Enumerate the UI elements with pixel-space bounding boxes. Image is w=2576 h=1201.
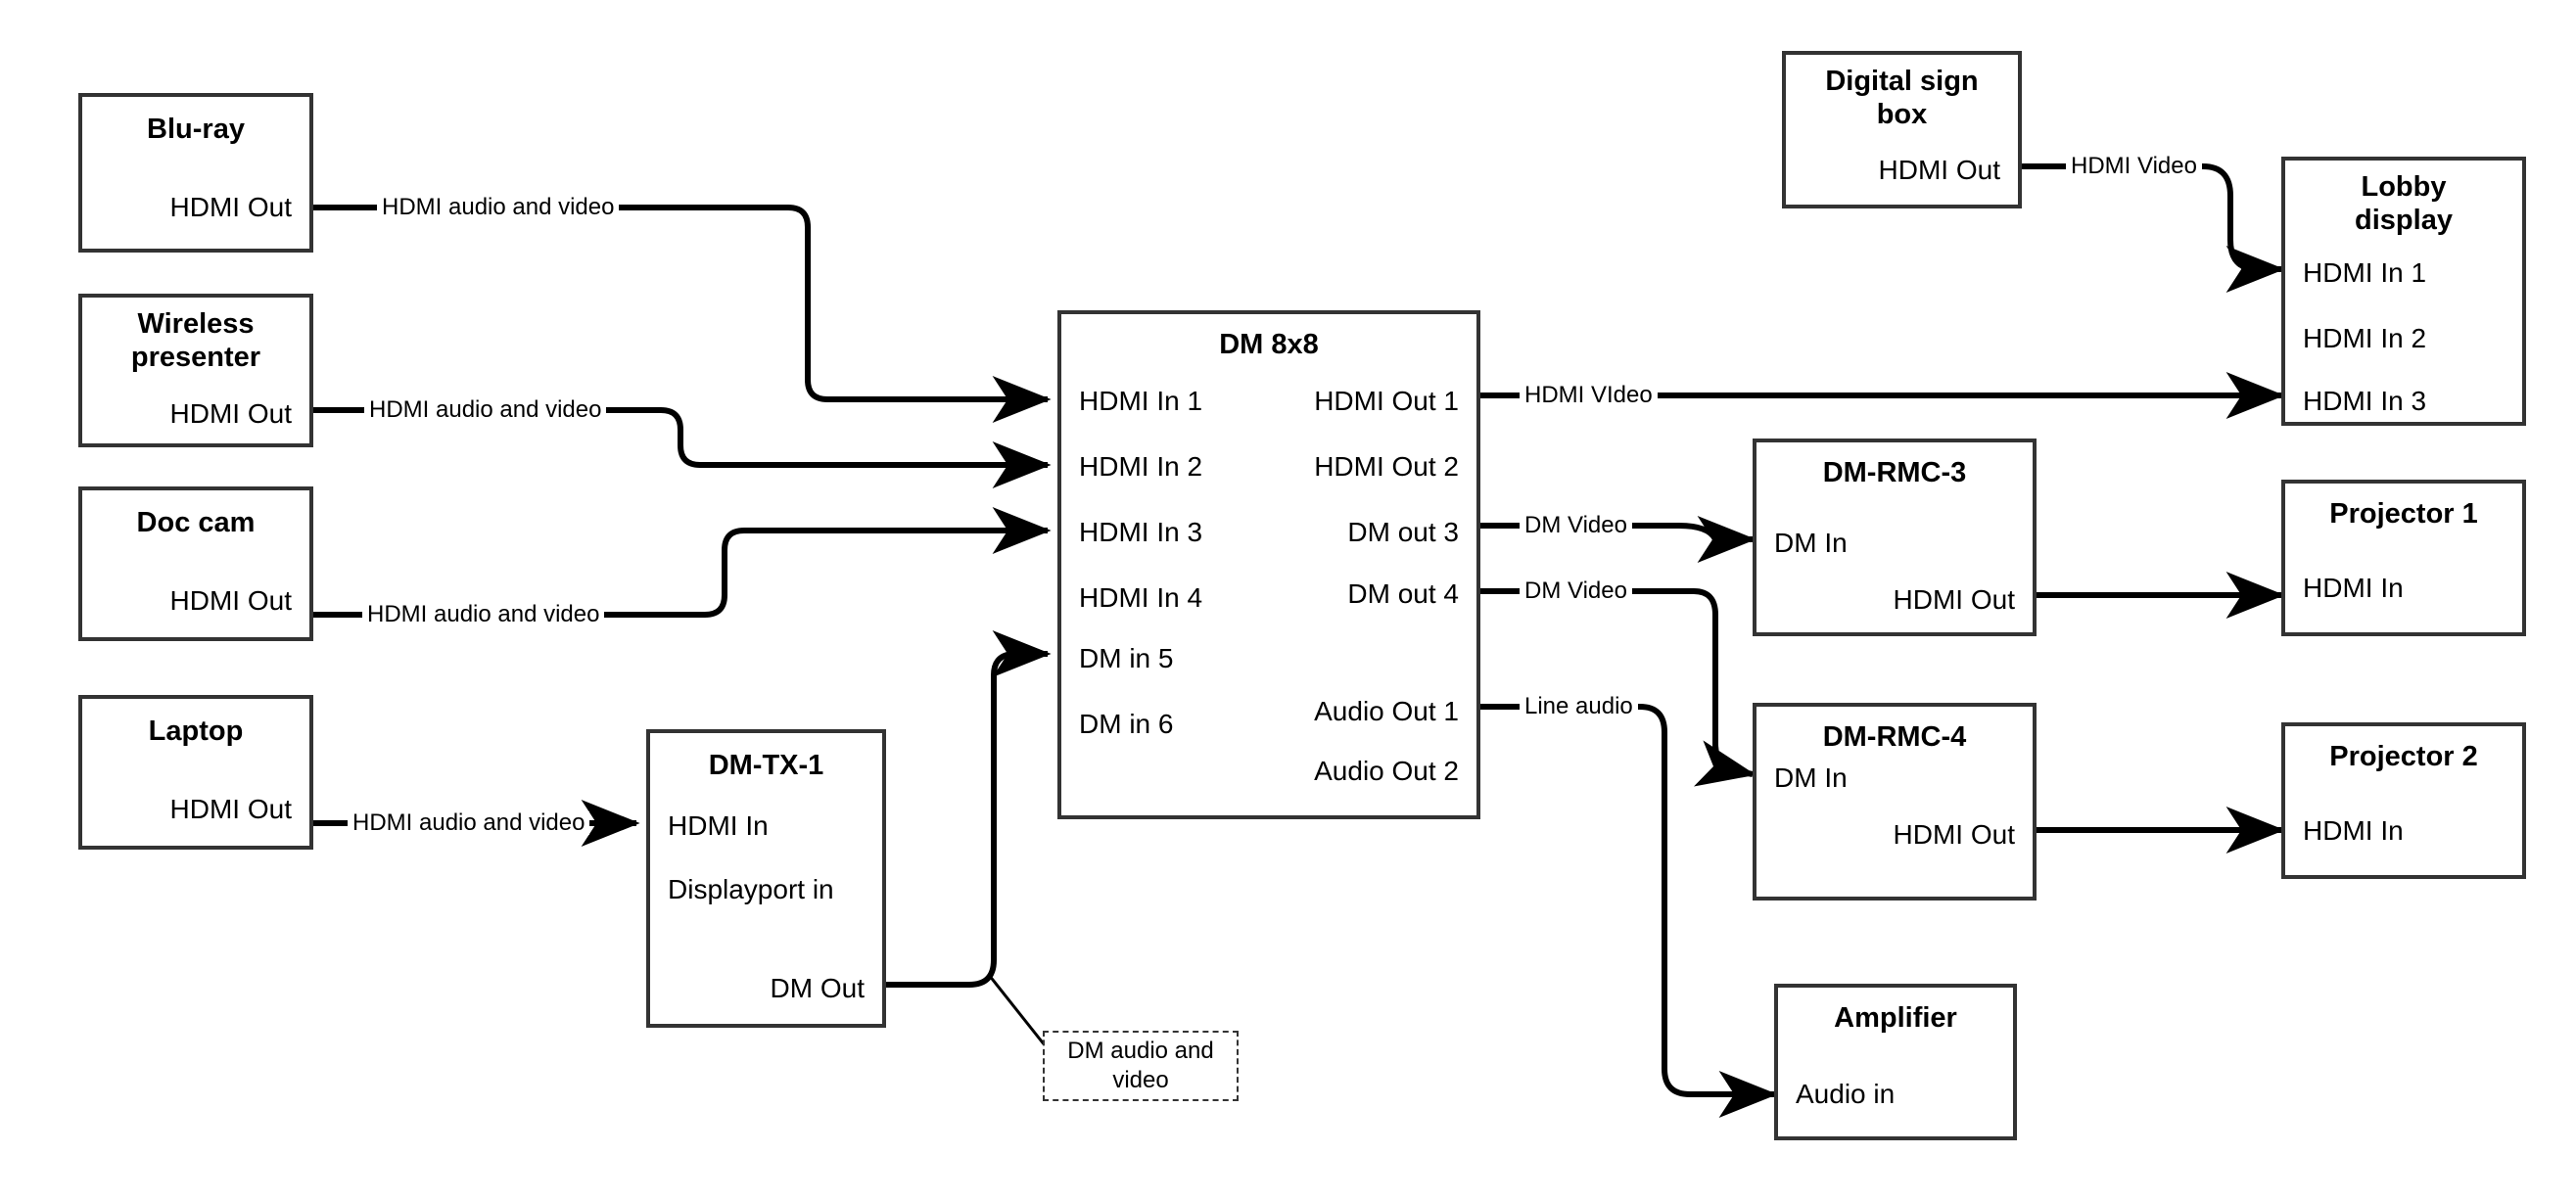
node-dm-rmc-3[interactable]: DM-RMC-3 DM In HDMI Out [1753, 439, 2037, 636]
node-dm-8x8[interactable]: DM 8x8 HDMI In 1 HDMI In 2 HDMI In 3 HDM… [1057, 310, 1480, 819]
node-wireless-presenter-title-line1: Wireless [137, 308, 255, 340]
wire-label-dm-out1-to-lobby: HDMI VIdeo [1520, 384, 1658, 407]
node-bluray-port-hdmi-out: HDMI Out [169, 192, 292, 222]
node-dm-rmc-3-port-dm-in: DM In [1774, 528, 1848, 558]
node-dm-8x8-port-hdmi-in-3: HDMI In 3 [1079, 517, 1203, 547]
node-wireless-presenter-title-line2: presenter [130, 342, 261, 374]
node-dm-8x8-port-dm-out-3: DM out 3 [1347, 517, 1459, 547]
node-dm-8x8-port-dm-in-6: DM in 6 [1079, 709, 1174, 739]
wire-dmtx1-to-dm-in-5 [886, 630, 1052, 988]
wire-bluray-to-dm-hdmi-in-1 [313, 205, 1052, 423]
node-digital-sign-box[interactable]: Digital sign box HDMI Out [1782, 51, 2022, 208]
wire-dm-out-4-to-rmc4 [1480, 588, 1756, 787]
node-dm-8x8-port-dm-in-5: DM in 5 [1079, 643, 1174, 673]
wire-label-bluray-to-dm: HDMI audio and video [377, 196, 620, 219]
node-dm-rmc-3-port-hdmi-out: HDMI Out [1893, 584, 2015, 615]
wire-label-doccam-to-dm: HDMI audio and video [362, 603, 605, 626]
node-lobby-display[interactable]: Lobby display HDMI In 1 HDMI In 2 HDMI I… [2281, 157, 2526, 426]
node-dm-8x8-port-audio-out-2: Audio Out 2 [1314, 756, 1459, 786]
wire-label-wireless-to-dm: HDMI audio and video [364, 398, 607, 422]
node-doc-cam[interactable]: Doc cam HDMI Out [78, 486, 313, 641]
node-wireless-presenter[interactable]: Wireless presenter HDMI Out [78, 294, 313, 447]
node-digital-sign-box-title: Digital sign box [1786, 65, 2018, 131]
wire-dm-audio-out-1-to-amplifier [1480, 704, 1778, 1118]
node-dm-rmc-4-title: DM-RMC-4 [1822, 721, 1967, 753]
node-dm-rmc-4-port-hdmi-out: HDMI Out [1893, 819, 2015, 850]
node-amplifier-title: Amplifier [1834, 1002, 1957, 1034]
node-doc-cam-title: Doc cam [136, 507, 256, 538]
node-digital-sign-box-title-line1: Digital sign [1825, 66, 1979, 97]
node-laptop-port-hdmi-out: HDMI Out [169, 794, 292, 824]
node-lobby-display-title: Lobby display [2285, 170, 2522, 237]
note-dm-audio-and-video: DM audio and video [1043, 1031, 1239, 1101]
wire-label-laptop-to-dmtx1: HDMI audio and video [348, 811, 590, 835]
node-dm-rmc-4-port-dm-in: DM In [1774, 762, 1848, 793]
node-lobby-display-title-line1: Lobby [2361, 171, 2447, 203]
node-dm-rmc-4[interactable]: DM-RMC-4 DM In HDMI Out [1753, 703, 2037, 901]
node-dm-8x8-port-hdmi-out-1: HDMI Out 1 [1314, 386, 1459, 416]
node-dm-8x8-title: DM 8x8 [1219, 329, 1319, 360]
node-doc-cam-port-hdmi-out: HDMI Out [169, 585, 292, 616]
node-dm-8x8-port-hdmi-out-2: HDMI Out 2 [1314, 451, 1459, 482]
wire-label-dm-out3-to-rmc3: DM Video [1520, 514, 1632, 537]
node-projector-2-port-hdmi-in: HDMI In [2303, 815, 2404, 846]
node-dm-tx-1-port-hdmi-in: HDMI In [668, 810, 769, 841]
node-dm-tx-1-port-dm-out: DM Out [770, 973, 865, 1003]
node-lobby-display-port-hdmi-in-3: HDMI In 3 [2303, 386, 2427, 416]
node-wireless-presenter-title: Wireless presenter [82, 307, 309, 374]
node-lobby-display-title-line2: display [2355, 205, 2453, 237]
node-projector-2-title: Projector 2 [2329, 741, 2478, 772]
node-wireless-presenter-port-hdmi-out: HDMI Out [169, 398, 292, 429]
node-dm-rmc-3-title: DM-RMC-3 [1822, 457, 1967, 488]
node-dm-8x8-port-audio-out-1: Audio Out 1 [1314, 696, 1459, 726]
wire-label-sign-to-lobby: HDMI Video [2066, 155, 2202, 178]
wire-label-dm-out4-to-rmc4: DM Video [1520, 579, 1632, 603]
note-dm-audio-and-video-text: DM audio and video [1067, 1038, 1214, 1093]
node-amplifier[interactable]: Amplifier Audio in [1774, 984, 2017, 1140]
node-dm-8x8-port-hdmi-in-4: HDMI In 4 [1079, 582, 1203, 613]
node-digital-sign-box-port-hdmi-out: HDMI Out [1878, 155, 2000, 185]
node-laptop[interactable]: Laptop HDMI Out [78, 695, 313, 850]
node-lobby-display-port-hdmi-in-1: HDMI In 1 [2303, 257, 2427, 288]
node-dm-8x8-port-hdmi-in-2: HDMI In 2 [1079, 451, 1203, 482]
node-dm-tx-1-title: DM-TX-1 [708, 750, 824, 781]
node-digital-sign-box-title-line2: box [1876, 99, 1928, 131]
node-projector-1-port-hdmi-in: HDMI In [2303, 573, 2404, 603]
node-amplifier-port-audio-in: Audio in [1796, 1079, 1896, 1109]
node-bluray-title: Blu-ray [147, 114, 245, 145]
wire-label-dm-audio-out1-to-amp: Line audio [1520, 695, 1638, 718]
node-lobby-display-port-hdmi-in-2: HDMI In 2 [2303, 323, 2427, 353]
node-laptop-title: Laptop [148, 716, 244, 747]
wire-sign-to-lobby-hdmi-in-1 [2022, 163, 2285, 293]
node-dm-8x8-port-hdmi-in-1: HDMI In 1 [1079, 386, 1203, 416]
node-projector-2[interactable]: Projector 2 HDMI In [2281, 722, 2526, 879]
node-dm-tx-1[interactable]: DM-TX-1 HDMI In Displayport in DM Out [646, 729, 886, 1028]
node-projector-1-title: Projector 1 [2329, 498, 2478, 530]
node-dm-tx-1-port-displayport-in: Displayport in [668, 874, 834, 904]
node-bluray[interactable]: Blu-ray HDMI Out [78, 93, 313, 253]
node-projector-1[interactable]: Projector 1 HDMI In [2281, 480, 2526, 636]
node-dm-8x8-port-dm-out-4: DM out 4 [1347, 578, 1459, 609]
